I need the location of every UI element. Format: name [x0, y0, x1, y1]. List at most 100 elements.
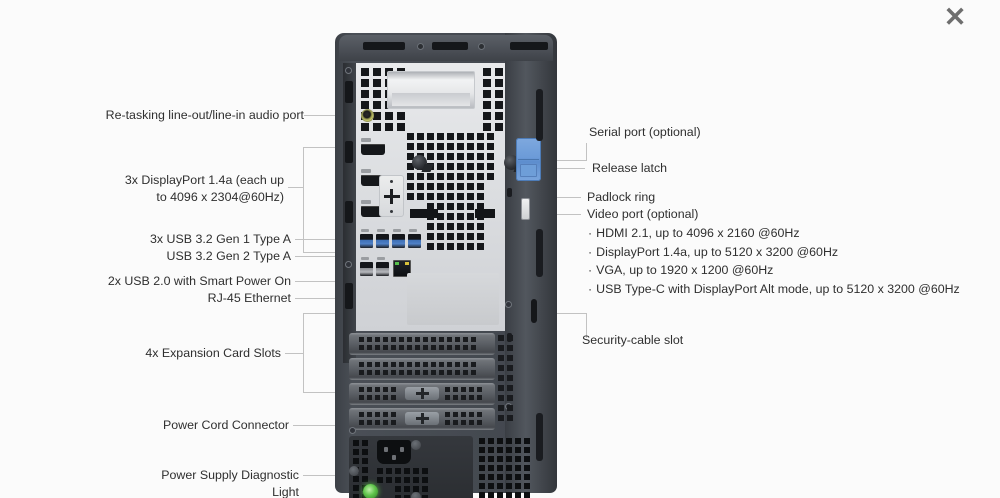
chassis-handle-lip [392, 93, 470, 106]
leader-line-displayport-bottom [303, 252, 352, 253]
psu-screw [411, 440, 421, 450]
side-latch-notch [507, 188, 512, 197]
usb-marking [377, 257, 385, 260]
expansion-slot-2[interactable] [349, 358, 495, 380]
slot-vent-grille [359, 387, 396, 400]
slot-vent-grille [445, 387, 482, 400]
top-vent-slot [432, 42, 468, 50]
leader-line-expansion-bottom [303, 392, 353, 393]
list-item: ·DisplayPort 1.4a, up to 5120 x 3200 @60… [588, 243, 960, 262]
security-cable-slot[interactable] [531, 299, 537, 323]
callout-label-expansion-slots: 4x Expansion Card Slots [145, 346, 281, 360]
connector-pin [384, 447, 388, 452]
callout-label-psu-diagnostic: Power Supply Diagnostic Light [161, 468, 299, 498]
cross-mark-vertical [390, 189, 393, 204]
bullet-text: HDMI 2.1, up to 4096 x 2160 @60Hz [596, 226, 800, 240]
side-panel-screw [505, 301, 512, 308]
callout-label-security-cable-slot: Security-cable slot [582, 333, 684, 347]
usb-marking [393, 229, 401, 232]
displayport-marking [361, 169, 371, 173]
callout-label-usb20-smart-power: 2x USB 2.0 with Smart Power On [107, 274, 291, 288]
leader-line-rj45 [295, 298, 352, 299]
panel-screw [349, 427, 356, 434]
ethernet-activity-led [395, 262, 399, 265]
usb-32-gen1-port-1[interactable] [360, 234, 373, 248]
slot-screw-tab[interactable] [405, 412, 439, 425]
expansion-slot-3[interactable] [349, 383, 495, 405]
panel-screw [345, 261, 352, 268]
central-vent-grille [407, 133, 494, 250]
callout-label-release-latch: Release latch [592, 161, 668, 175]
slot-vent-grille [359, 412, 396, 425]
callout-label-power-cord: Power Cord Connector [162, 418, 289, 432]
blank-slot [475, 209, 495, 218]
close-icon[interactable]: ✕ [943, 2, 967, 32]
usb-32-gen1-port-2[interactable] [376, 234, 389, 248]
slot-vent-grille [359, 362, 476, 375]
displayport-3[interactable] [361, 206, 385, 217]
usb-marking [361, 229, 369, 232]
usb-marking [409, 229, 417, 232]
usb-32-gen2-port[interactable] [408, 234, 421, 248]
list-item: ·HDMI 2.1, up to 4096 x 2160 @60Hz [588, 224, 960, 243]
padlock-ring[interactable] [521, 198, 530, 220]
top-vent-slot [510, 42, 548, 50]
callout-label-video-port: Video port (optional) [587, 207, 699, 221]
top-vent-slot [363, 42, 405, 50]
leader-line-serial-port-vertical [586, 143, 587, 160]
plate-screw-dot [390, 210, 393, 213]
leader-line-usb20 [295, 281, 352, 282]
psu-screw [411, 492, 421, 498]
desktop-tower-back-panel-image [335, 33, 557, 498]
displayport-marking [361, 200, 371, 204]
leader-line-padlock-ring [548, 197, 581, 198]
rail-slot [345, 141, 353, 163]
bullet-glyph: · [588, 226, 593, 240]
leader-line-audio-port [304, 115, 352, 116]
plate-screw-dot [390, 180, 393, 183]
leader-line-power-cord [293, 425, 351, 426]
rail-slot [345, 201, 353, 223]
connector-pin [392, 455, 396, 460]
bullet-glyph: · [588, 263, 593, 278]
upper-right-vent-grille [483, 68, 503, 131]
expansion-slot-1[interactable] [349, 333, 495, 355]
leader-line-usb32-gen1 [295, 239, 352, 240]
side-panel-vent [536, 89, 543, 141]
slot-screw-tab[interactable] [405, 387, 439, 400]
usb-20-port-1[interactable] [360, 262, 373, 276]
release-latch-seam [518, 159, 539, 160]
rj45-ethernet-port[interactable] [393, 260, 411, 277]
displayport-1[interactable] [361, 144, 385, 155]
bullet-text: VGA, up to 1920 x 1200 @60Hz [596, 263, 774, 278]
serial-port-blanking-plate [379, 175, 404, 217]
rear-side-vent-grille [498, 335, 513, 421]
rail-slot [345, 81, 353, 103]
leader-line-security-slot-vertical [586, 313, 587, 338]
leader-line-release-latch [548, 168, 585, 169]
psu-right-vent-grille [479, 438, 530, 498]
leader-line-video-port [548, 214, 581, 215]
usb-20-port-2[interactable] [376, 262, 389, 276]
lower-panel-plate [407, 273, 499, 325]
displayport-marking [361, 138, 371, 142]
usb-32-gen1-port-3[interactable] [392, 234, 405, 248]
bullet-glyph: · [588, 244, 593, 259]
chassis-right-side-panel [505, 33, 557, 493]
power-supply-diagnostic-light [363, 484, 378, 498]
serial-port-slot [410, 209, 438, 218]
callout-label-serial-port: Serial port (optional) [589, 125, 701, 139]
expansion-slot-4[interactable] [349, 408, 495, 430]
top-panel-screw [478, 43, 485, 50]
ethernet-link-led [405, 262, 409, 265]
displayport-2[interactable] [361, 175, 385, 186]
audio-jack-port[interactable] [361, 109, 374, 122]
leader-line-displayport-top [303, 147, 352, 148]
callout-label-usb32-gen2: USB 3.2 Gen 2 Type A [166, 249, 291, 263]
expansion-card-slot-group [349, 333, 495, 433]
callout-label-audio-port: Re-tasking line-out/line-in audio port [105, 108, 304, 122]
psu-vent-grille-bottom [377, 468, 428, 498]
panel-screw [345, 67, 352, 74]
power-cord-connector[interactable] [377, 440, 411, 464]
